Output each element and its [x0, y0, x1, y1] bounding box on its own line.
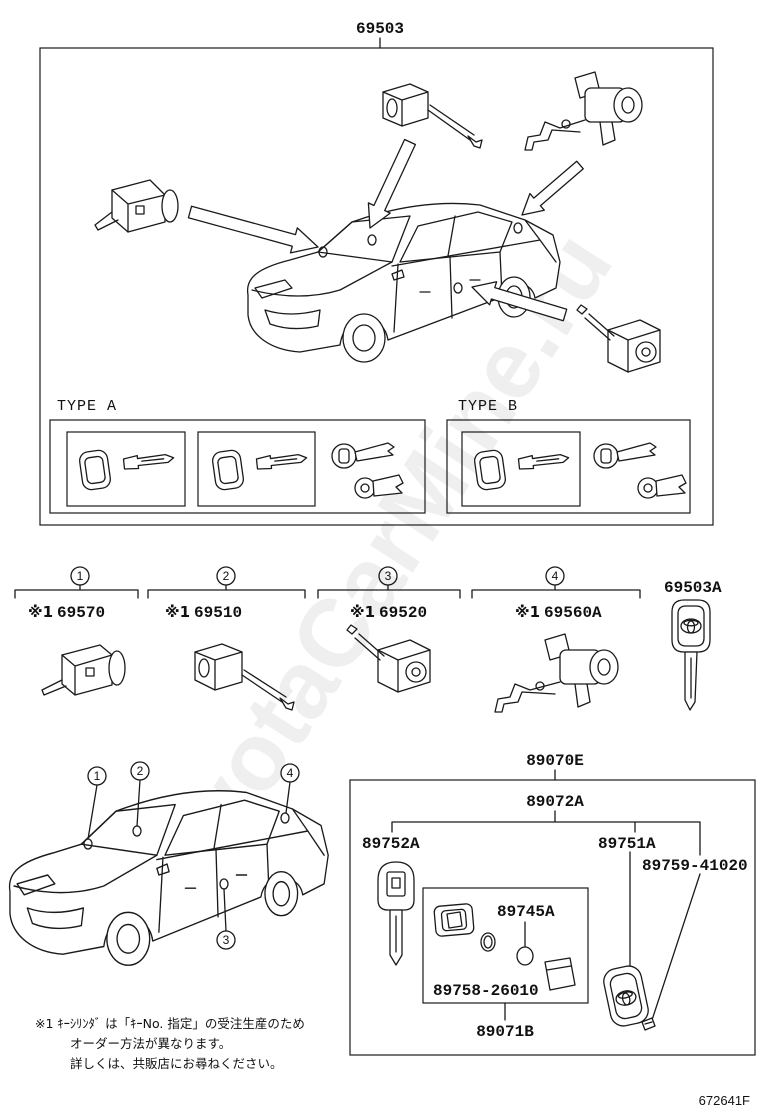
- key-head-cover-icon: [472, 448, 508, 492]
- index-number: 2: [223, 569, 230, 583]
- callout-number: 2: [137, 764, 144, 778]
- key-icon: [593, 442, 657, 469]
- key-set-frame: [349, 779, 756, 1056]
- car-callout-4: 4: [280, 763, 300, 814]
- part-number: 69560A: [544, 604, 602, 622]
- lock-location-dots: [318, 222, 523, 294]
- order-mark: ※1: [28, 603, 53, 621]
- door-cylinder-drawing-right: [576, 304, 661, 373]
- type-a-set-1-frame: [66, 431, 186, 507]
- order-note: ※1 ｷｰｼﾘﾝﾀﾞ は「ｷｰNo. 指定」の受注生産のため オーダー方法が異な…: [35, 1016, 305, 1071]
- arrow-to-door: [471, 281, 568, 322]
- index-bracket: [147, 584, 306, 599]
- car-callout-1: 1: [87, 766, 107, 840]
- callout-number: 1: [94, 769, 101, 783]
- key-set-part-number: 89070E: [526, 752, 584, 770]
- key-head-cover-icon: [210, 448, 246, 492]
- type-a-set-2-frame: [197, 431, 316, 507]
- ignition-cylinder-drawing: [41, 644, 126, 696]
- key-left-part-number: 89752A: [362, 835, 420, 853]
- part-number: 69520: [379, 604, 427, 622]
- inner-part-number: 89758-26010: [433, 982, 539, 1000]
- trunk-cylinder-drawing-top: [524, 71, 643, 151]
- type-a-frame: [49, 419, 426, 514]
- index-bracket: [14, 584, 139, 599]
- type-a-label: TYPE A: [57, 398, 117, 415]
- location-arrows: [187, 138, 584, 322]
- type-b-label: TYPE B: [458, 398, 518, 415]
- door-cylinder-drawing-top: [382, 83, 483, 149]
- order-mark: ※1: [350, 603, 375, 621]
- master-key-group: 69503A: [664, 579, 722, 711]
- screw-drawing: [641, 1017, 656, 1031]
- arrow-to-roof: [367, 138, 417, 229]
- key-blank-icon: [122, 451, 176, 471]
- master-key-drawing: [671, 599, 711, 711]
- order-mark: ※1: [515, 603, 540, 621]
- assembly-part-number: 69503: [356, 20, 404, 38]
- inner-set-part-number: 89071B: [476, 1023, 534, 1041]
- car-illustration-bottom: [8, 790, 329, 966]
- ignition-cylinder-drawing-top: [94, 179, 179, 233]
- note-line-3: 詳しくは、共販店にお尋ねください。: [70, 1056, 283, 1071]
- key-right-part-number: 89751A: [598, 835, 656, 853]
- key-head-cover-icon: [77, 448, 113, 492]
- index-number: 4: [552, 569, 559, 583]
- index-bracket: [471, 584, 641, 599]
- note-line-2: オーダー方法が異なります。: [70, 1036, 231, 1051]
- part-number: 69510: [194, 604, 242, 622]
- note-line-1: ※1 ｷｰｼﾘﾝﾀﾞ は「ｷｰNo. 指定」の受注生産のため: [35, 1016, 305, 1031]
- trunk-cylinder-drawing: [494, 633, 619, 713]
- master-key-part-number: 69503A: [664, 579, 722, 597]
- chip-part-number: 89745A: [497, 903, 555, 921]
- key-blank-icon: [517, 451, 571, 471]
- screw-leader: [651, 873, 701, 1021]
- key-fob-drawing: [603, 965, 649, 1027]
- door-cylinder-drawing: [194, 643, 295, 711]
- arrow-to-windshield: [187, 205, 319, 254]
- type-b-set-frame: [461, 431, 581, 507]
- part-number: 69570: [57, 604, 105, 622]
- door-cylinder-drawing: [346, 624, 431, 693]
- figure-id: 672641F: [699, 1093, 750, 1108]
- screw-part-number: 89759-41020: [642, 857, 748, 875]
- car-callout-2: 2: [130, 761, 150, 827]
- order-mark: ※1: [165, 603, 190, 621]
- key-sub-set-part-number: 89072A: [526, 793, 584, 811]
- key-blank-icon: [255, 451, 309, 471]
- index-number: 3: [385, 569, 392, 583]
- key-left-drawing: [377, 861, 415, 966]
- key-cap-icon: [637, 474, 687, 499]
- type-b-frame: [446, 419, 691, 514]
- car-callout-3: 3: [216, 888, 236, 950]
- inner-set-parts: [433, 903, 576, 991]
- index-number: 1: [77, 569, 84, 583]
- callout-number: 3: [223, 933, 230, 947]
- arrow-to-trunk: [521, 160, 584, 216]
- index-bracket: [317, 584, 461, 599]
- key-sub-set-leaders: [391, 810, 701, 856]
- assembly-frame: [39, 47, 714, 526]
- callout-number: 4: [287, 766, 294, 780]
